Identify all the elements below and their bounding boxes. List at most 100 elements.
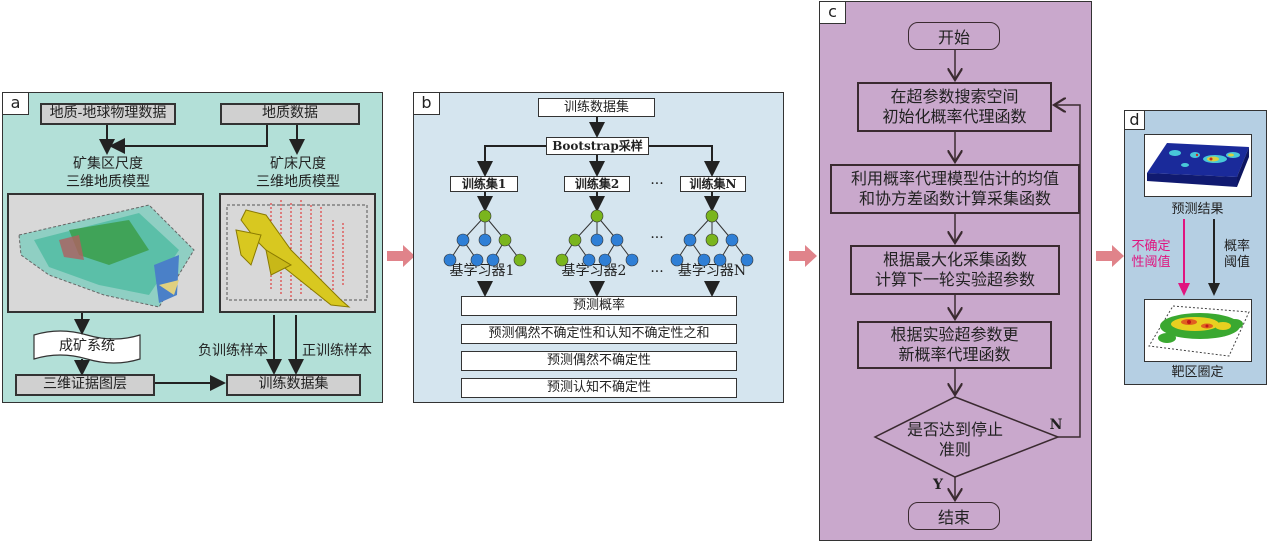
bootstrap-sampling-box: Bootstrap采样 (546, 137, 649, 155)
panel-d: d 预测结果 不确定 性阈值 概率 阈值 靶区圈定 (1124, 110, 1267, 385)
start-terminal: 开始 (908, 22, 1000, 50)
district-label-line1: 矿集区尺度 (73, 156, 143, 172)
tree-node (582, 253, 596, 267)
training-dataset-box-b: 训练数据集 (538, 98, 655, 117)
ellipsis-2: ··· (650, 230, 664, 246)
tree-node (568, 233, 582, 247)
tree-node (705, 209, 719, 223)
panel-a-arrows (74, 125, 305, 391)
target-delineation-graphic (1148, 305, 1250, 357)
base-learner-2-label: 基学习器2 (561, 263, 627, 279)
no-branch-label: N (1049, 417, 1063, 433)
step4-line2: 新概率代理函数 (898, 345, 1011, 364)
step-compute-acquisition: 利用概率代理模型估计的均值和协方差函数计算采集函数 (830, 164, 1080, 214)
arrow-c-to-d (1096, 245, 1124, 267)
negative-samples-label: 负训练样本 (198, 343, 268, 359)
tree-node (683, 233, 697, 247)
district-scale-model-label: 矿集区尺度 三维地质模型 (43, 155, 173, 191)
training-dataset-box-a: 训练数据集 (226, 374, 361, 396)
tree-node (486, 253, 500, 267)
tree-node (470, 253, 484, 267)
train-set-1: 训练集1 (450, 176, 518, 192)
tree-node (478, 233, 492, 247)
tree-node (555, 253, 569, 267)
tree-node (478, 209, 492, 223)
tree-node (713, 253, 727, 267)
prediction-result-label: 预测结果 (1171, 202, 1224, 217)
panel-b-tag: b (414, 93, 440, 115)
deposit-label-line1: 矿床尺度 (270, 156, 326, 172)
tree-node (456, 233, 470, 247)
panel-d-arrows (1178, 219, 1220, 296)
base-learner-1-label: 基学习器1 (449, 263, 515, 279)
step1-line1: 在超参数搜索空间 (890, 87, 1019, 106)
panel-c-flow-lines (873, 50, 1081, 542)
tree-node (705, 233, 719, 247)
output-epistemic-uncertainty: 预测认知不确定性 (461, 378, 737, 398)
step2-line1: 利用概率代理模型估计的均值 (850, 169, 1059, 188)
step-init-surrogate: 在超参数搜索空间初始化概率代理函数 (857, 82, 1052, 132)
probability-line1: 概率 (1223, 239, 1250, 254)
geo-geophysical-data-box: 地质-地球物理数据 (40, 103, 176, 125)
deposit-label-line2: 三维地质模型 (256, 174, 340, 190)
output-total-uncertainty: 预测偶然不确定性和认知不确定性之和 (461, 324, 737, 344)
tree-node (590, 233, 604, 247)
panel-c-tag: c (820, 2, 846, 24)
tree-node (590, 209, 604, 223)
positive-samples-label: 正训练样本 (302, 343, 372, 359)
district-3d-model-graphic (18, 204, 195, 308)
panel-d-tag: d (1125, 111, 1145, 130)
step3-line2: 计算下一轮实验超参数 (874, 270, 1035, 289)
panel-c: c 开始 在超参数搜索空间初始化概率代理函数 利用概率代理模型估计的均值和协方差… (819, 1, 1092, 541)
step-next-hyperparams: 根据最大化采集函数计算下一轮实验超参数 (850, 245, 1060, 295)
panel-b: b 训练数据集 Bootstrap采样 训练集1 训练集2 训练集N ··· ·… (413, 92, 784, 403)
target-delineation-label: 靶区圈定 (1171, 365, 1224, 380)
tree-node (443, 253, 457, 267)
tree-node (670, 253, 684, 267)
deposit-scale-model-label: 矿床尺度 三维地质模型 (233, 155, 363, 191)
decision-line1: 是否达到停止 (906, 420, 1003, 439)
tree-node (725, 233, 739, 247)
panel-b-graphics (443, 117, 754, 297)
tree-node (598, 253, 612, 267)
step3-line1: 根据最大化采集函数 (882, 250, 1027, 269)
base-learner-n-label: 基学习器N (677, 263, 747, 279)
tree-node (697, 253, 711, 267)
mineral-system-banner (33, 330, 141, 364)
tree-node (610, 233, 624, 247)
mineral-system-label: 成矿系统 (59, 338, 115, 354)
district-label-line2: 三维地质模型 (66, 174, 150, 190)
step1-line2: 初始化概率代理函数 (882, 107, 1027, 126)
arrow-a-to-b (387, 245, 415, 267)
step4-line1: 根据实验超参数更 (890, 325, 1019, 344)
deposit-3d-model-graphic (226, 200, 368, 308)
output-predicted-probability: 预测概率 (461, 296, 737, 316)
tree-node (625, 253, 639, 267)
prediction-result-image (1144, 134, 1252, 197)
tree-node (740, 253, 754, 267)
output-aleatoric-uncertainty: 预测偶然不确定性 (461, 351, 737, 371)
step-update-surrogate: 根据实验超参数更新概率代理函数 (857, 321, 1052, 369)
yes-branch-label: Y (933, 477, 943, 493)
panel-a-tag: a (3, 93, 29, 115)
ellipsis-1: ··· (650, 176, 664, 192)
prediction-result-graphic (1147, 143, 1249, 187)
district-3d-model-image (7, 193, 204, 313)
end-terminal: 结束 (908, 502, 1000, 530)
step2-line2: 和协方差函数计算采集函数 (858, 189, 1051, 208)
panel-a: a 地质-地球物理数据 地质数据 矿集区尺度 三维地质模型 矿床尺度 三维地质模… (2, 92, 383, 403)
decision-line2: 准则 (938, 440, 971, 459)
uncertainty-line2: 性阈值 (1131, 255, 1171, 270)
geological-data-box: 地质数据 (220, 103, 360, 125)
deposit-3d-model-image (219, 193, 376, 313)
decision-label: 是否达到停止 准则 (890, 420, 1020, 460)
ellipsis-3: ··· (650, 264, 664, 280)
probability-line2: 阈值 (1223, 255, 1250, 270)
tree-node (498, 233, 512, 247)
target-delineation-image (1144, 299, 1252, 362)
uncertainty-line1: 不确定 (1131, 239, 1171, 254)
arrow-b-to-c (789, 245, 817, 267)
probability-threshold-label: 概率 阈值 (1217, 239, 1257, 271)
tree-node (513, 253, 527, 267)
uncertainty-threshold-label: 不确定 性阈值 (1127, 239, 1175, 271)
